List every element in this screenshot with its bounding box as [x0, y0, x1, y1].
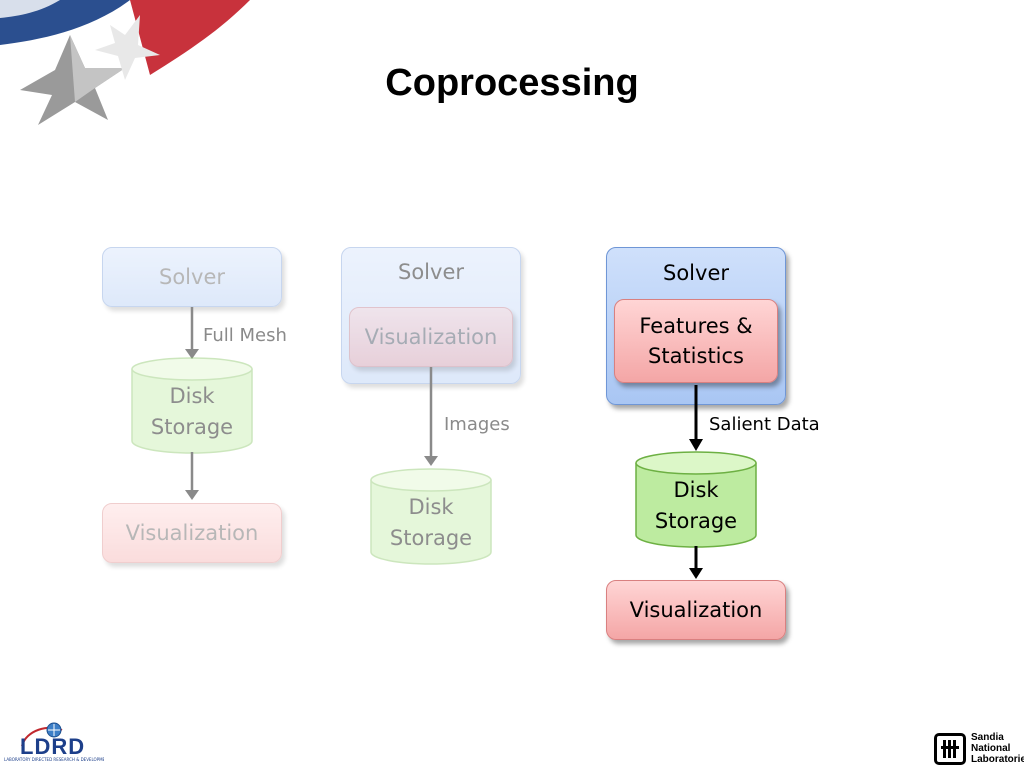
- visualization-box: Visualization: [102, 503, 282, 563]
- sandia-logo: Sandia National Laboratories: [934, 731, 1024, 768]
- visualization-label: Visualization: [629, 598, 763, 622]
- ldrd-logo: LDRD LABORATORY DIRECTED RESEARCH & DEVE…: [4, 720, 104, 766]
- disk-storage-cylinder: [131, 357, 253, 454]
- ldrd-wordmark: LDRD: [20, 734, 86, 759]
- star-banner-graphic: [0, 0, 250, 125]
- edge-label-images: Images: [444, 414, 510, 435]
- disk-storage-label: Disk Storage: [634, 475, 758, 537]
- features-label-line2: Statistics: [648, 344, 744, 368]
- ldrd-swoosh-icon: [21, 722, 63, 747]
- arrow-disk-to-viz: [689, 546, 703, 579]
- solver-label: Solver: [398, 260, 464, 284]
- arrow-solver-to-disk: [689, 385, 703, 451]
- solver-box: Solver: [102, 247, 282, 307]
- disk-storage-label: Disk Storage: [130, 381, 254, 443]
- disk-label-line2: Storage: [654, 509, 738, 533]
- slide-title: Coprocessing: [385, 62, 639, 104]
- disk-label-line2: Storage: [150, 415, 234, 439]
- sandia-wordmark: Sandia National Laboratories: [971, 732, 1024, 765]
- edge-label-salient-data: Salient Data: [709, 414, 820, 435]
- features-statistics-box: Features & Statistics: [614, 299, 778, 383]
- inner-visualization-box: Visualization: [349, 307, 513, 367]
- sandia-line3: Laboratories: [971, 754, 1024, 765]
- solver-container-box: [341, 247, 521, 384]
- sandia-thunderbird-icon: [934, 733, 966, 765]
- arrow-solver-to-disk: [185, 307, 199, 359]
- ldrd-caption: LABORATORY DIRECTED RESEARCH & DEVELOPME…: [4, 757, 104, 762]
- disk-storage-label: Disk Storage: [369, 492, 493, 554]
- disk-label-line1: Disk: [169, 384, 215, 408]
- arrow-solver-to-disk: [424, 367, 438, 466]
- disk-label-line1: Disk: [408, 495, 454, 519]
- disk-storage-cylinder: [370, 468, 492, 565]
- arrow-disk-to-viz: [185, 452, 199, 500]
- disk-label-line2: Storage: [389, 526, 473, 550]
- visualization-label: Visualization: [125, 521, 259, 545]
- sandia-line2: National: [971, 743, 1011, 754]
- disk-storage-cylinder: [635, 451, 757, 548]
- inner-visualization-label: Visualization: [364, 325, 498, 349]
- sandia-line1: Sandia: [971, 732, 1004, 743]
- solver-label: Solver: [663, 261, 729, 285]
- visualization-box: Visualization: [606, 580, 786, 640]
- edge-label-full-mesh: Full Mesh: [203, 325, 287, 346]
- disk-label-line1: Disk: [673, 478, 719, 502]
- solver-label: Solver: [159, 265, 225, 289]
- features-label-line1: Features &: [639, 314, 753, 338]
